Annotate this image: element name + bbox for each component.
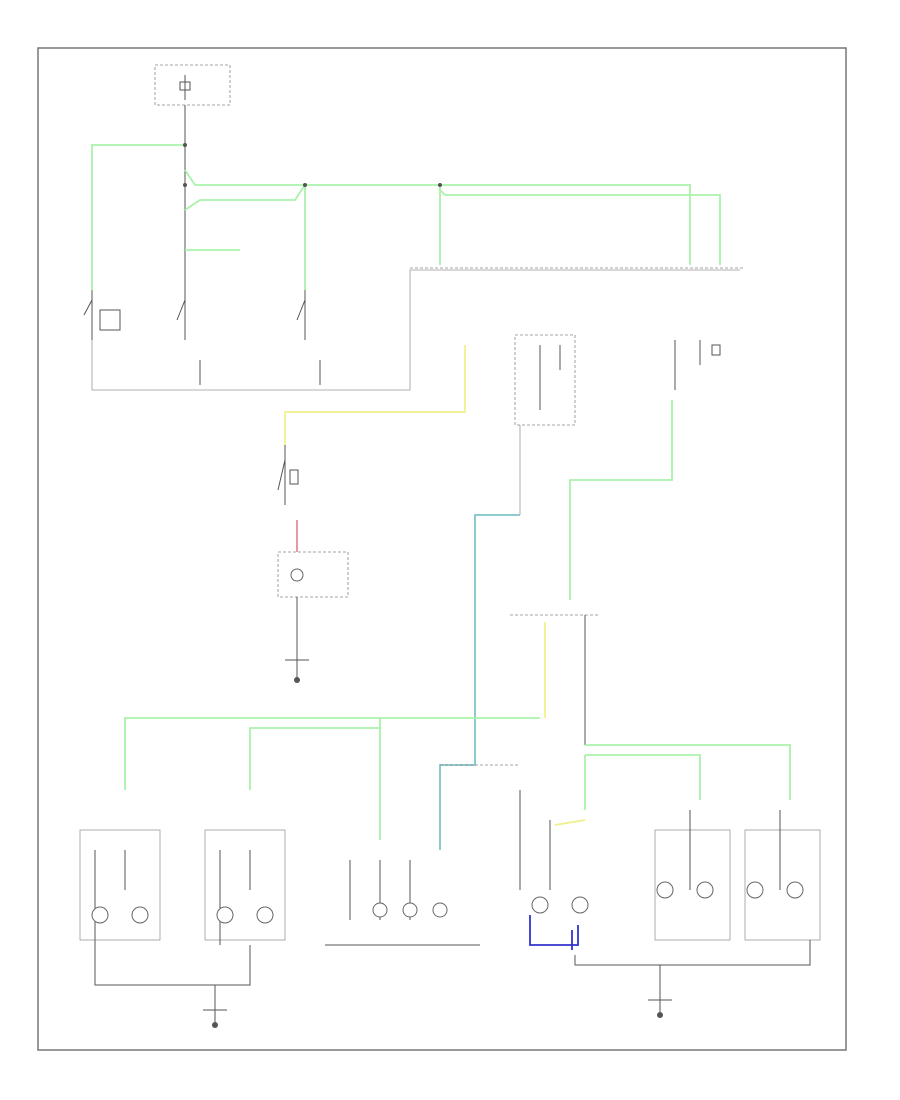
fuse-box-top [154, 64, 231, 106]
battery-saver-module [569, 340, 721, 600]
ground-left [94, 945, 251, 1028]
lamp-assembly-left-1 [79, 829, 161, 945]
light-blue-wire [439, 514, 520, 850]
lamp-assembly-dome [519, 790, 589, 950]
door-switches-upper [83, 267, 745, 391]
lamp-assembly-left-2 [204, 829, 286, 945]
lower-splice-wires [124, 614, 791, 840]
main-feed-wires [91, 105, 721, 290]
lamp-assembly-right-1 [654, 810, 731, 941]
lamp-assembly-center [325, 860, 480, 946]
diagram-frame [37, 47, 847, 1051]
courtesy-switch-wiring [277, 345, 466, 683]
interior-lamp-relay [514, 334, 576, 515]
lamp-assembly-right-2 [744, 810, 821, 941]
ground-right [574, 940, 811, 1018]
